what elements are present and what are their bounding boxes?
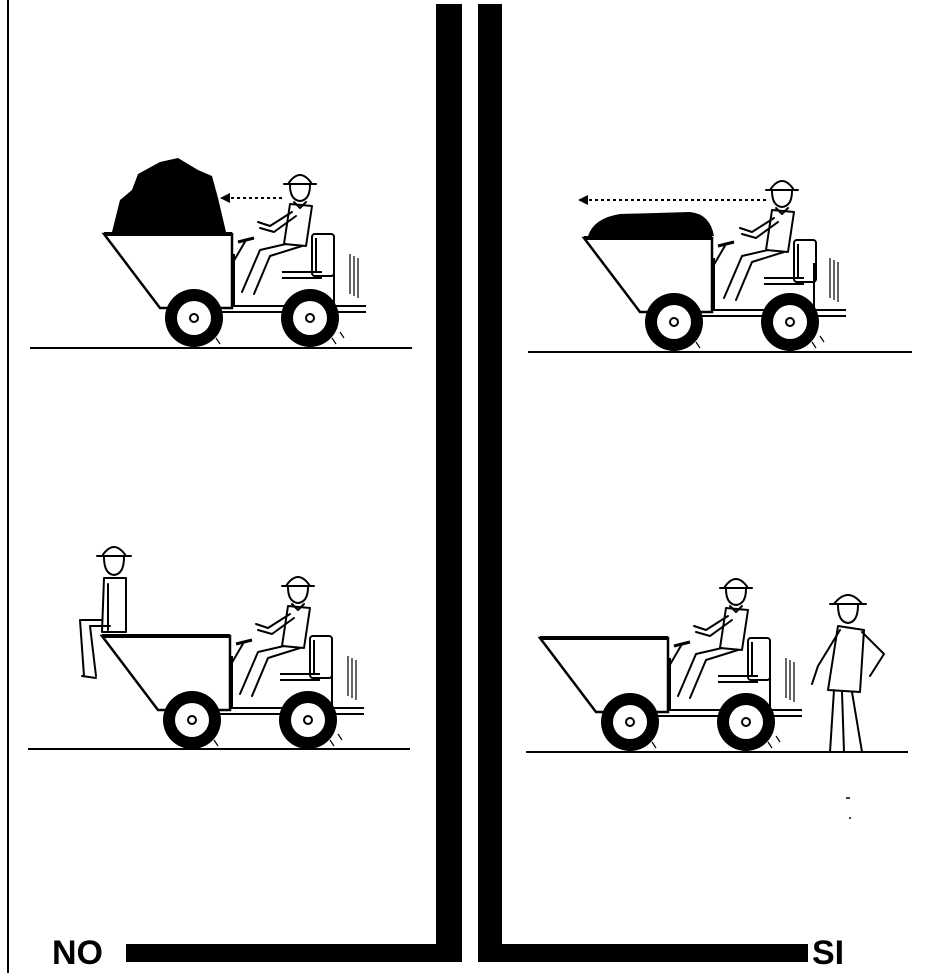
label-si: SI <box>812 936 844 970</box>
panel-no-passenger <box>28 547 410 749</box>
panel-no-heaped-load <box>30 158 412 348</box>
label-no: NO <box>52 936 103 970</box>
divider <box>126 4 808 962</box>
panel-si-walking <box>526 579 908 818</box>
walking-person <box>812 595 884 752</box>
level-load <box>588 212 714 236</box>
heaped-load <box>112 158 226 232</box>
panel-si-level-load <box>528 181 912 352</box>
